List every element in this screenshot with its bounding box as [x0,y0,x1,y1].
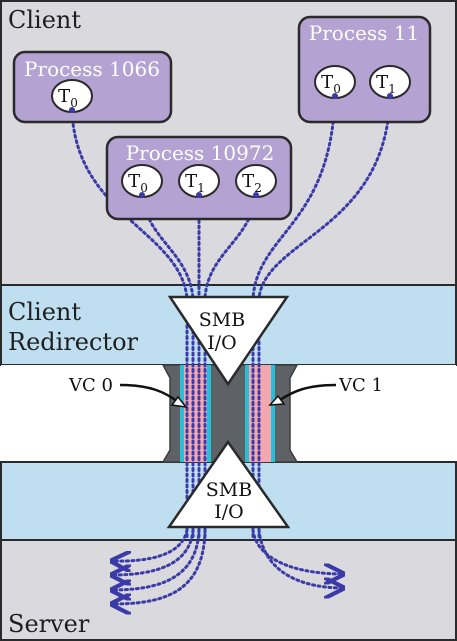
smb-io-bottom: SMB I/O [166,439,291,529]
thread-1066-t0: T0 [51,79,93,113]
vc1-pointer [279,383,337,402]
redirector-label-line1: Client [8,298,81,326]
link-11-t0 [251,92,337,300]
thread-10972-t1: T1 [178,164,220,198]
thread-port [69,107,75,113]
process-10972-title: Process 10972 [126,141,275,165]
vc1-label: VC 1 [338,375,383,396]
link-11-t1 [257,92,392,300]
vc0-arrowhead-icon [170,395,188,409]
thread-11-t1: T1 [369,65,411,99]
server-link-4 [112,528,207,604]
smb-io-bottom-triangle [166,439,291,529]
server-link-5 [251,528,343,574]
thread-port [387,93,393,99]
smb-io-top: SMB I/O [167,295,290,387]
thread-port [196,192,202,198]
smb-io-bottom-line1: SMB [206,479,252,501]
process-1066-box [12,50,173,124]
thread-port [332,93,338,99]
server-link-3 [112,528,201,590]
thread-label: T0 [321,72,341,96]
server-connections [112,528,343,604]
vc1-channel-cyan-right [271,365,275,462]
thread-port [139,192,145,198]
server-label: Server [8,610,90,638]
client-label: Client [8,6,81,34]
thread-label: T1 [185,171,205,195]
process-1066: Process 1066 T0 [12,50,173,124]
smb-io-top-line1: SMB [199,309,245,331]
vc0-channel-cyan-right [207,365,211,462]
process-11: Process 11 T0 T1 [297,15,432,124]
process-11-title: Process 11 [309,21,419,45]
server-zone [0,539,457,641]
thread-label: T0 [58,86,78,110]
vc0-label: VC 0 [68,375,113,396]
redirector-label-line2: Redirector [8,328,139,356]
thread-11-t0: T0 [314,65,356,99]
smb-io-top-triangle [167,295,290,387]
thread-10972-t0: T0 [121,164,163,198]
server-link-1 [112,528,189,561]
server-link-6 [257,528,343,588]
thread-label: T2 [242,171,262,195]
thread-label: T1 [376,72,396,96]
process-10972: Process 10972 T0 T1 T2 [105,135,293,221]
link-10972-t0 [140,191,195,300]
process-1066-title: Process 1066 [24,57,160,81]
vc1-channel-cyan-left [245,365,249,462]
thread-port [253,192,259,198]
smb-io-top-line2: I/O [207,332,236,354]
server-link-2 [112,528,195,575]
thread-label: T0 [128,171,148,195]
smb-io-bottom-line2: I/O [214,501,243,523]
link-10972-t2 [203,191,258,300]
vc0-channel-pink [184,365,207,462]
vc0-callout: VC 0 [68,375,188,409]
thread-10972-t2: T2 [235,164,277,198]
vc1-callout: VC 1 [268,375,383,406]
vc0-channel-cyan-left [180,365,184,462]
vc0-pointer [119,383,179,403]
vc1-arrowhead-icon [268,394,286,406]
virtual-circuit-pipe [161,364,299,463]
